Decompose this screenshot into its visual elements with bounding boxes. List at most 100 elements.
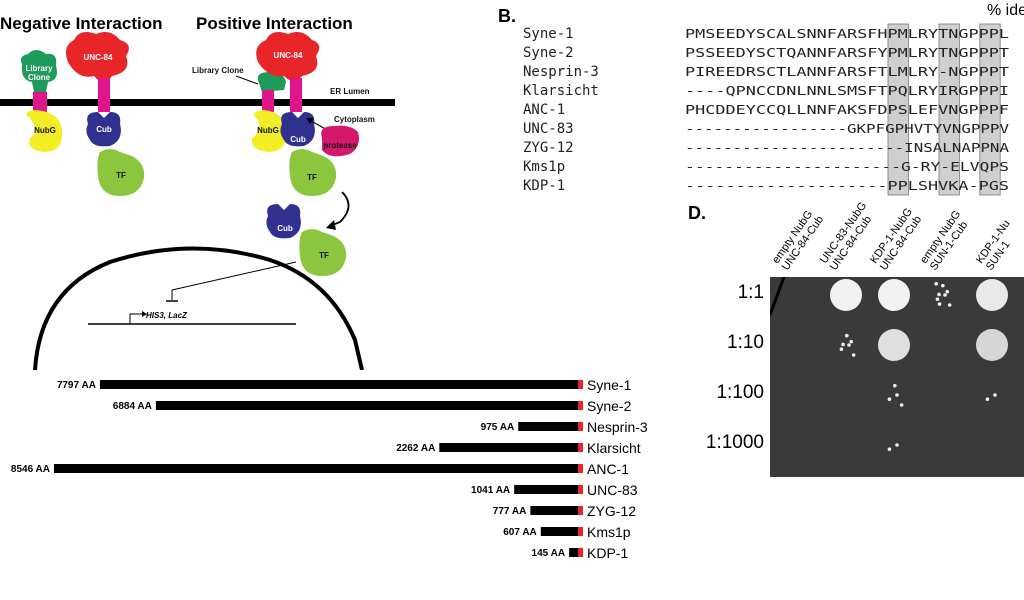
yeast-colony-spot bbox=[847, 343, 851, 347]
cub-released bbox=[266, 204, 301, 239]
protein-bar bbox=[439, 443, 578, 452]
cub-pos-label: Cub bbox=[290, 135, 306, 144]
kash-domain-mark bbox=[578, 485, 583, 494]
percent-identity-header: % ide bbox=[987, 2, 1024, 19]
unc84-neg bbox=[66, 32, 129, 82]
dilution-label: 1:10 bbox=[727, 332, 764, 353]
yeast-colony-spot bbox=[887, 397, 892, 401]
yeast-colony-spot bbox=[934, 282, 938, 286]
alignment-protein-name: UNC-83 bbox=[523, 121, 574, 137]
protein-name: ZYG-12 bbox=[587, 503, 636, 519]
nucleus-envelope bbox=[33, 246, 364, 370]
kash-domain-mark bbox=[578, 548, 583, 557]
nubg-pos bbox=[251, 110, 287, 152]
er-membrane bbox=[0, 99, 395, 106]
protein-name: Syne-1 bbox=[587, 377, 632, 393]
yeast-colony-spot bbox=[937, 302, 942, 306]
promoter-arrow bbox=[129, 313, 142, 324]
yeast-colony-spot bbox=[845, 333, 849, 338]
protein-length-label: 2262 AA bbox=[396, 443, 435, 454]
protein-length-label: 6884 AA bbox=[113, 401, 152, 412]
promoter-arrowhead bbox=[142, 311, 147, 317]
protein-name: Nesprin-3 bbox=[587, 419, 648, 435]
linker-pos-1 bbox=[262, 90, 274, 112]
panel-b-label: B. bbox=[498, 6, 516, 26]
panel-b-sequence-alignment: B. % ide Syne-1 PMSEEDYSCALSNNFARSFHPMLRY… bbox=[495, 0, 1024, 200]
library-clone-pos-label: Library Clone bbox=[192, 66, 244, 75]
protein-name: KDP-1 bbox=[587, 545, 628, 561]
cytoplasm-arrowhead bbox=[306, 118, 314, 124]
kash-domain-mark bbox=[578, 380, 583, 389]
panel-d-label: D. bbox=[688, 203, 706, 223]
kash-domain-mark bbox=[578, 443, 583, 452]
yeast-colony-spot bbox=[945, 289, 950, 294]
yeast-colony-spot bbox=[937, 292, 941, 297]
protein-row: 2262 AA Klarsicht bbox=[396, 440, 641, 456]
protein-bar bbox=[155, 401, 578, 410]
alignment-protein-name: Kms1p bbox=[523, 159, 565, 175]
protein-bar bbox=[514, 485, 578, 494]
library-clone-neg bbox=[20, 50, 57, 92]
cub-neg bbox=[86, 112, 121, 147]
dilution-label: 1:1 bbox=[737, 282, 764, 303]
alignment-sequence: PIREEDRSCTLANNFARSFTLMLRY-NGPPPT bbox=[685, 65, 1009, 79]
linker-neg-2 bbox=[98, 78, 110, 112]
alignment-protein-name: Syne-1 bbox=[523, 26, 574, 42]
protein-length-label: 8546 AA bbox=[11, 464, 50, 475]
unc84-pos-label: UNC-84 bbox=[274, 51, 303, 60]
protein-row: 7797 AA Syne-1 bbox=[57, 377, 632, 393]
alignment-sequence: PMSEEDYSCALSNNFARSFHPMLRYTNGPPPL bbox=[685, 27, 1009, 41]
cub-released-label: Cub bbox=[277, 224, 293, 233]
protein-bar bbox=[569, 548, 578, 557]
protein-name: Klarsicht bbox=[587, 440, 641, 456]
alignment-sequence: -----------------------INSALNAPPNA bbox=[685, 141, 1010, 155]
yeast-colony-spot bbox=[941, 283, 945, 288]
panel-a-split-ubiquitin-diagram: Negative Interaction Positive Interactio… bbox=[0, 0, 420, 370]
alignment-protein-name: Nesprin-3 bbox=[523, 64, 599, 80]
kash-domain-mark bbox=[578, 401, 583, 410]
alignment-protein-name: ZYG-12 bbox=[523, 140, 574, 156]
protein-length-label: 607 AA bbox=[503, 527, 537, 538]
cytoplasm-label: Cytoplasm bbox=[334, 115, 375, 124]
protein-length-label: 777 AA bbox=[493, 506, 527, 517]
library-clone-pointer bbox=[235, 75, 259, 85]
nubg-neg bbox=[26, 110, 63, 152]
yeast-colony-spot bbox=[976, 329, 1008, 361]
yeast-colony-spot bbox=[899, 403, 904, 407]
er-lumen-label: ER Lumen bbox=[330, 87, 370, 96]
yeast-colony-spot bbox=[985, 397, 990, 401]
unc84-pos bbox=[256, 32, 320, 81]
tf-pos bbox=[289, 149, 337, 196]
negative-interaction-title: Negative Interaction bbox=[0, 14, 163, 33]
protein-name: Kms1p bbox=[587, 524, 631, 540]
alignment-sequence: --------------------PPLSHVKA-PGS bbox=[685, 179, 1009, 193]
positive-interaction-title: Positive Interaction bbox=[196, 14, 353, 33]
linker-pos-2 bbox=[290, 78, 302, 112]
yeast-colony-spot bbox=[947, 303, 952, 307]
alignment-sequence: ----QPNCCDNLNNLSMSFTPQLRYIRGPPPI bbox=[685, 84, 1009, 98]
protein-length-label: 7797 AA bbox=[57, 380, 96, 391]
yeast-colony-spot bbox=[895, 443, 899, 447]
yeast-colony-spot bbox=[849, 339, 854, 344]
conserved-column-box bbox=[938, 23, 960, 196]
protease-label: protease bbox=[323, 141, 357, 150]
tf-pos-label: TF bbox=[307, 173, 317, 182]
tf-released bbox=[299, 229, 347, 276]
protein-bar bbox=[540, 527, 578, 536]
linker-neg-1 bbox=[33, 92, 47, 112]
protein-bar bbox=[518, 422, 578, 431]
tf-neg-label: TF bbox=[116, 171, 126, 180]
alignment-sequence: PSSEEDYSCTQANNFARSFYPMLRYTNGPPPT bbox=[685, 46, 1009, 60]
protein-row: 777 AA ZYG-12 bbox=[493, 503, 636, 519]
